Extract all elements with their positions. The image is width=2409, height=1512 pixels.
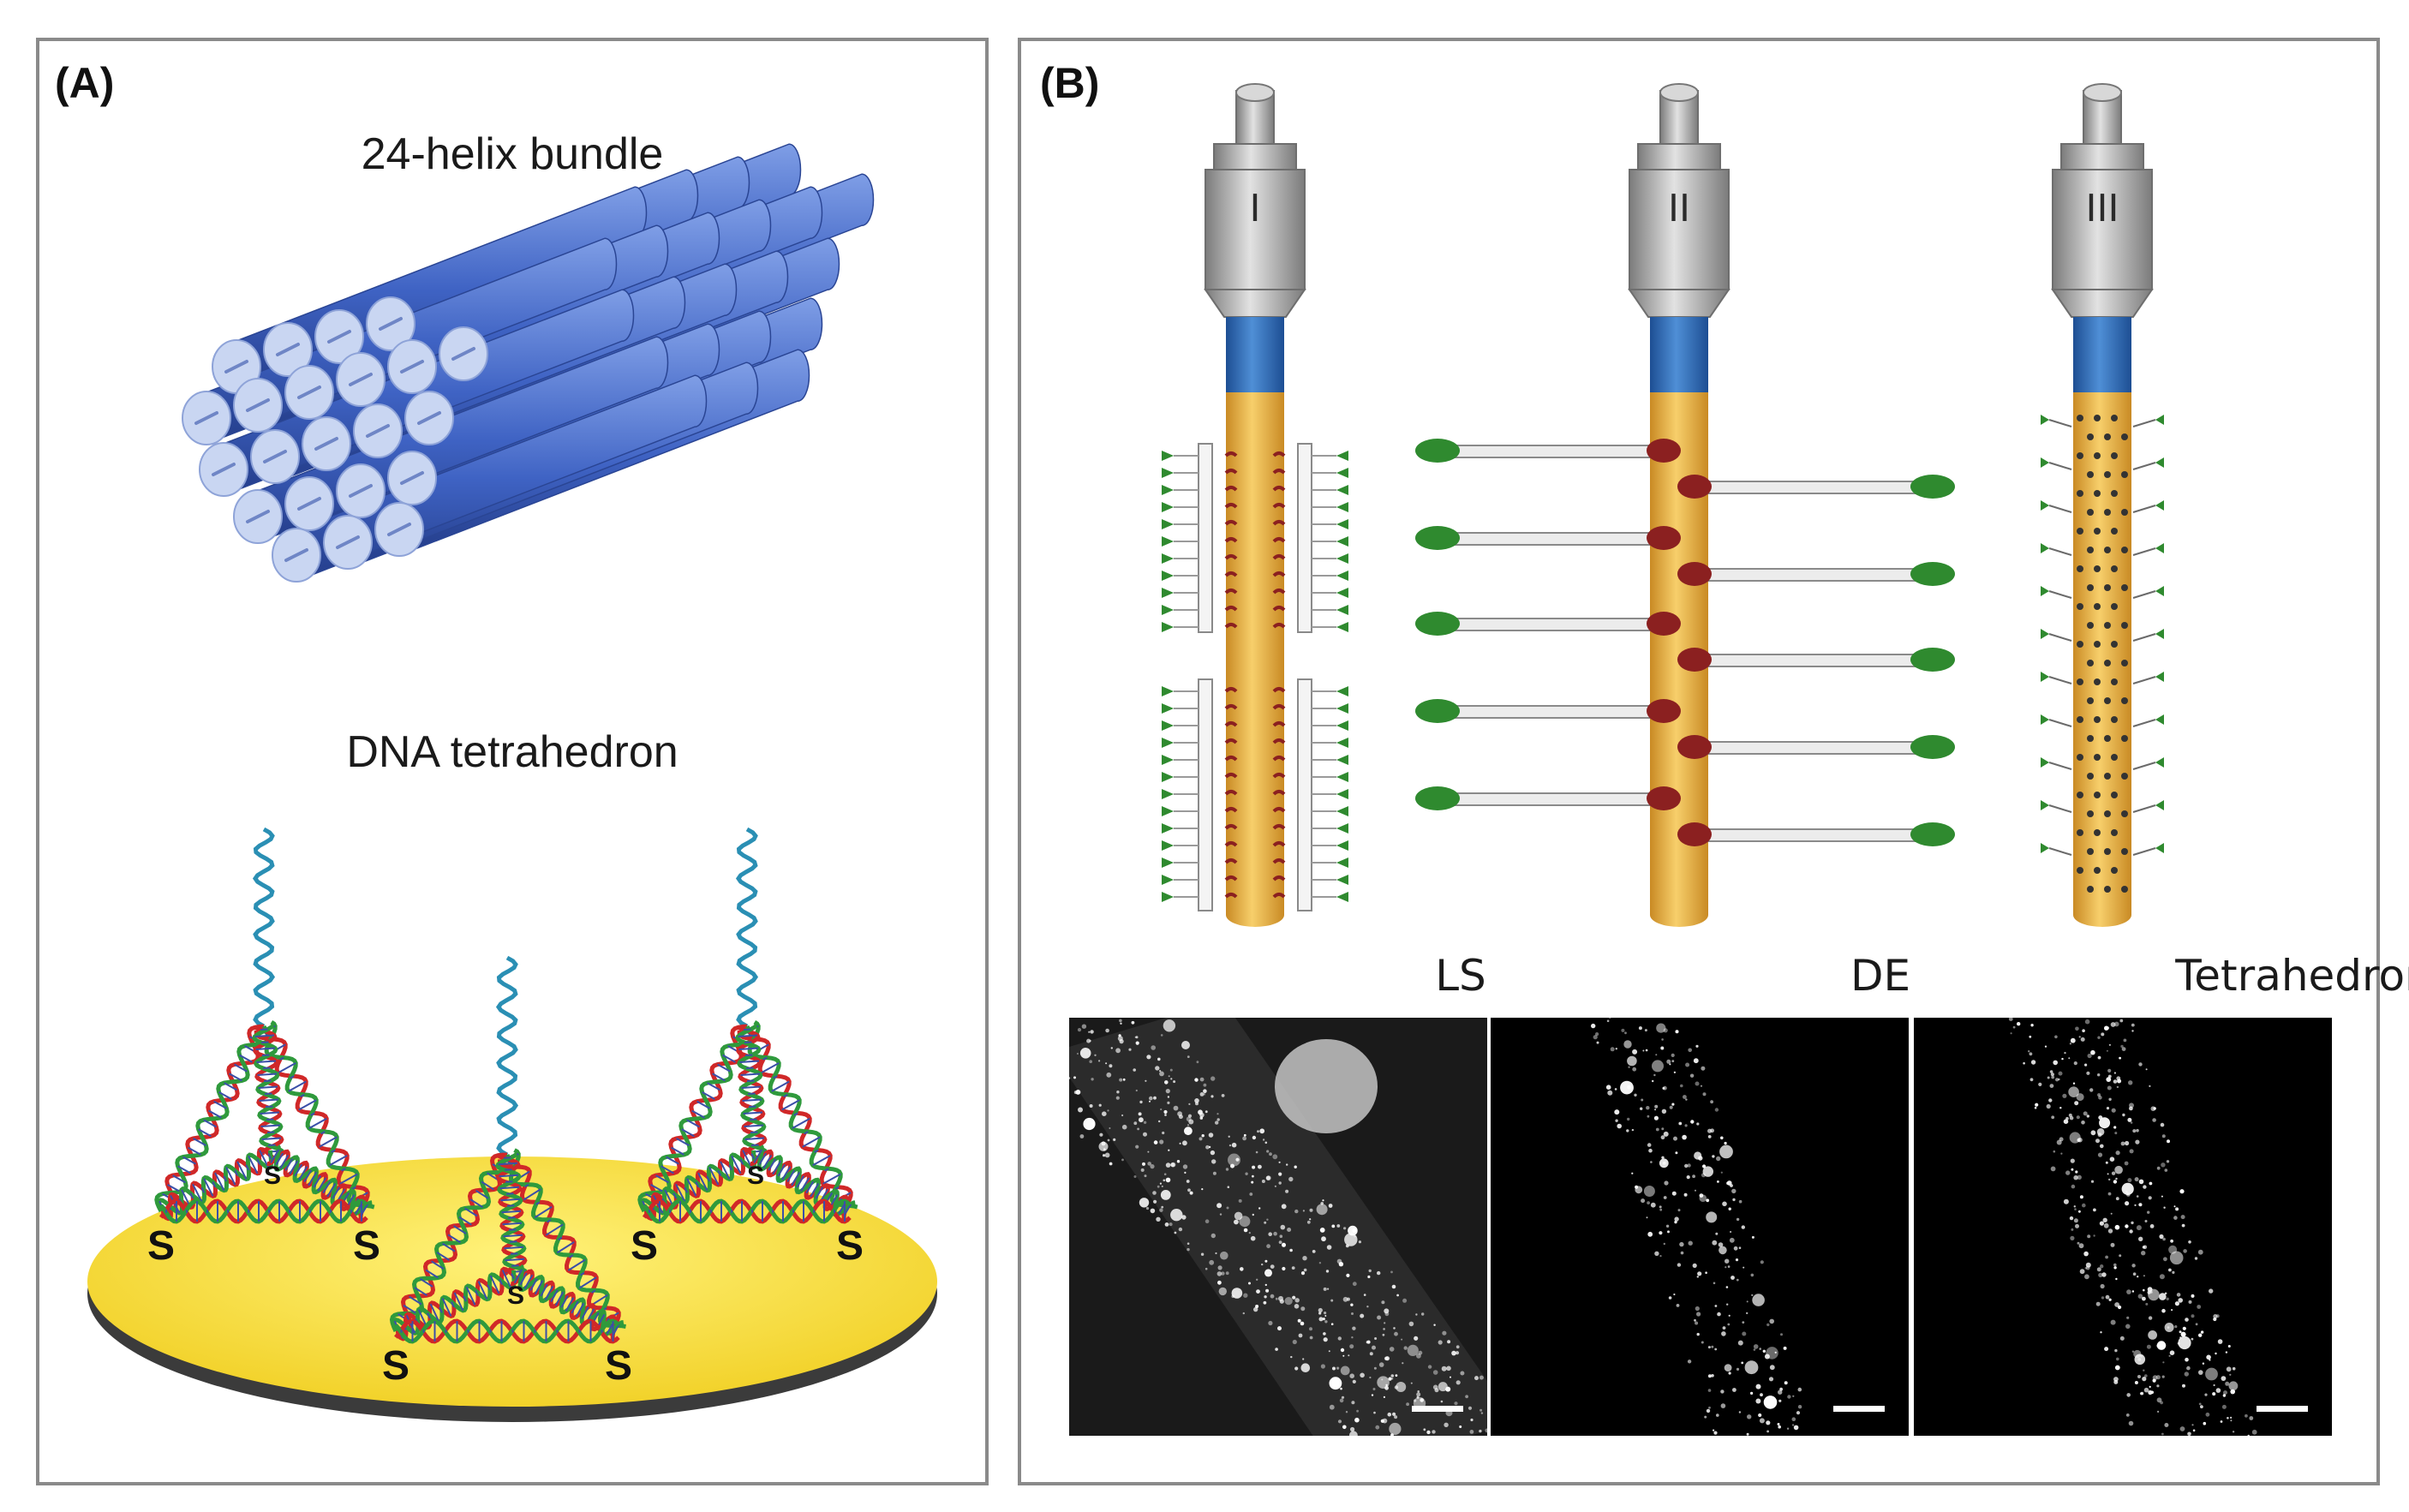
tetrahedron-probes	[2041, 415, 2164, 893]
panel-a-label: (A)	[55, 59, 115, 107]
dna-tetrahedra: S S S S S S S S S	[147, 827, 864, 1389]
panel-b-label: (B)	[1040, 59, 1100, 107]
electrode-numeral: III	[2086, 187, 2119, 230]
thiol-label: S	[747, 1162, 764, 1190]
electrode-numeral: I	[1250, 187, 1261, 230]
electrode-1: I	[1204, 83, 1306, 927]
thiol-label: S	[353, 1223, 380, 1269]
thiol-label: S	[382, 1343, 409, 1389]
caption-de: DE	[1850, 951, 1911, 1001]
micrograph-ls	[1069, 1018, 1487, 1436]
scale-bar	[2257, 1406, 2308, 1412]
panel-a-illustration: S S S S S S S S S	[87, 143, 937, 1422]
electrode-numeral: II	[1668, 187, 1690, 230]
thiol-label: S	[605, 1343, 632, 1389]
caption-ls: LS	[1435, 951, 1486, 1001]
micrograph-tetrahedron	[1914, 1018, 2332, 1436]
thiol-label: S	[264, 1162, 281, 1190]
bundle-title: 24-helix bundle	[361, 129, 664, 179]
thiol-label: S	[147, 1223, 175, 1269]
ls-probes	[1162, 443, 1348, 911]
electrode-3: III	[2051, 83, 2154, 927]
micrograph-de	[1491, 1018, 1909, 1436]
thiol-label: S	[507, 1282, 524, 1310]
thiol-label: S	[631, 1223, 658, 1269]
de-probes	[1415, 439, 1955, 846]
caption-tetrahedron: Tetrahedron	[2175, 951, 2409, 1001]
scale-bar	[1412, 1406, 1463, 1412]
scale-bar	[1833, 1406, 1885, 1412]
helix-bundle	[182, 143, 875, 583]
thiol-label: S	[836, 1223, 864, 1269]
tetrahedron-title: DNA tetrahedron	[346, 727, 678, 777]
